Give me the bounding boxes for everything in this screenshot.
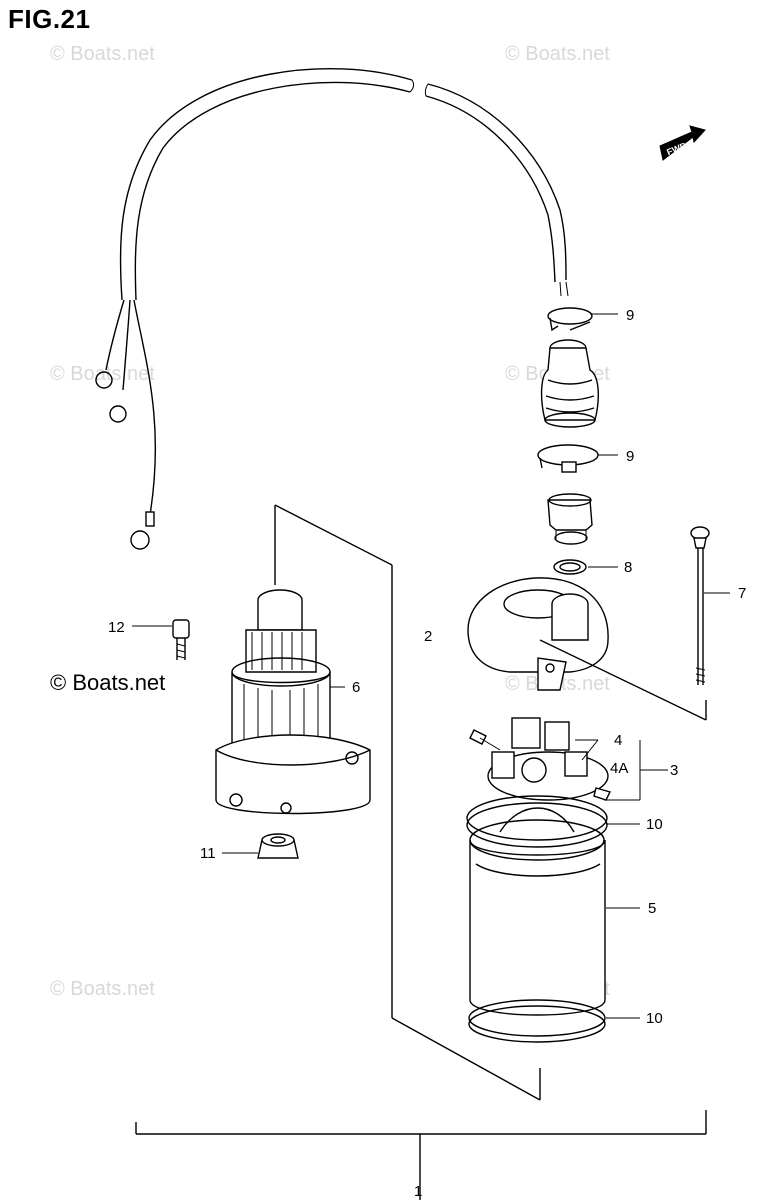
callouts: 9 9 8 7 2 12 6 4 4A 3 10 11 5 10 1 (108, 307, 746, 1200)
nut (257, 833, 299, 859)
callout-3: 3 (670, 762, 678, 779)
through-bolt (690, 526, 710, 685)
callout-10-upper: 10 (646, 816, 663, 833)
armature (215, 589, 371, 815)
assembly-bracket (135, 504, 707, 1200)
end-cover (467, 577, 609, 691)
callout-9-upper: 9 (626, 307, 634, 324)
bolt (172, 619, 190, 660)
watermark-text: © Boats.net (50, 43, 155, 65)
cable (95, 68, 569, 550)
bushing (547, 493, 593, 545)
callout-10-lower: 10 (646, 1010, 663, 1027)
seal (553, 559, 587, 575)
callout-4: 4 (614, 732, 622, 749)
fwd-arrow-icon: FWD (659, 125, 706, 161)
clamp-upper (547, 307, 593, 332)
callout-9-lower: 9 (626, 448, 634, 465)
brush-holder (469, 717, 612, 801)
callout-6: 6 (352, 679, 360, 696)
callout-8: 8 (624, 559, 632, 576)
watermark-text: © Boats.net (505, 43, 610, 65)
yoke (466, 795, 608, 1043)
callout-2: 2 (424, 628, 432, 645)
clamp-lower (537, 444, 599, 473)
callout-12: 12 (108, 619, 125, 636)
callout-7: 7 (738, 585, 746, 602)
callout-5: 5 (648, 900, 656, 917)
rubber-boot (540, 339, 599, 428)
watermark-text: © Boats.net (50, 978, 155, 1000)
callout-11: 11 (200, 845, 216, 862)
figure-title: FIG.21 (8, 4, 91, 34)
watermark-text: © Boats.net (50, 363, 155, 385)
watermark-text: © Boats.net (50, 670, 165, 695)
callout-1: 1 (414, 1183, 422, 1200)
callout-4a: 4A (610, 760, 628, 777)
leader-lines (132, 313, 730, 1019)
